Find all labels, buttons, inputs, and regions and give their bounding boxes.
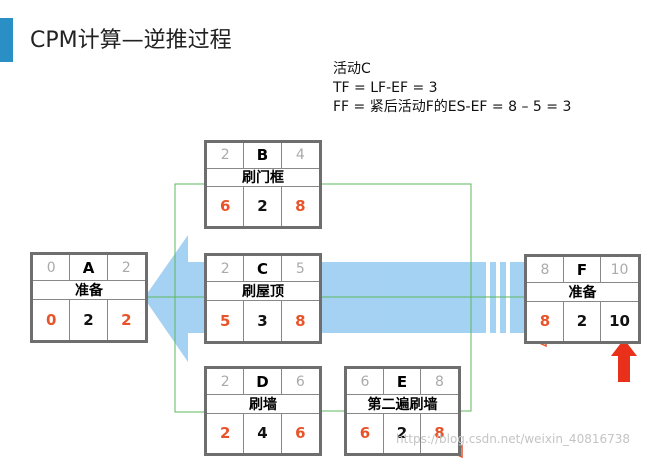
node-f-id: F [564, 257, 601, 284]
node-c-lf: 8 [295, 312, 306, 330]
node-f-name: 准备 [527, 283, 638, 302]
node-b-es: 2 [207, 143, 245, 169]
edge-b-f [321, 183, 472, 297]
node-f-ls: 8 [527, 301, 564, 341]
node-e-lf: 8 [434, 424, 445, 443]
node-f-es: 8 [527, 257, 564, 284]
node-c-es: 2 [207, 256, 245, 283]
title-accent-bar [0, 18, 13, 62]
node-d-ls: 2 [207, 413, 245, 453]
csdn-watermark: https://blog.csdn.net/weixin_40816738 [396, 432, 631, 446]
node-a-lf: 2 [121, 311, 132, 329]
annotation-box: 活动C TF = LF-EF = 3 FF = 紧后活动F的ES-EF = 8 … [333, 60, 571, 117]
up-arrow [611, 339, 637, 382]
slide-title: CPM计算—逆推过程 [30, 28, 232, 53]
annotation-line-activity: 活动C [333, 61, 371, 77]
node-e-name: 第二遍刷墙 [347, 395, 458, 414]
node-f-lf: 10 [609, 312, 630, 331]
node-d-name: 刷墙 [207, 395, 319, 414]
node-d-lf: 6 [295, 424, 306, 443]
node-b-lf: 8 [295, 197, 306, 216]
node-b-name: 刷门框 [207, 169, 319, 187]
node-e-id: E [384, 369, 421, 396]
activity-connectors [148, 183, 525, 413]
activity-node-c: 2 C 5 刷屋顶 5 3 8 [204, 253, 322, 344]
node-a-es: 0 [33, 255, 71, 282]
node-c-ls: 5 [207, 301, 245, 341]
edge-a-b [174, 183, 206, 297]
node-c-ef: 5 [281, 256, 319, 283]
node-d-duration: 4 [244, 413, 282, 453]
node-a-id: A [70, 255, 108, 282]
node-c-name: 刷屋顶 [207, 282, 319, 302]
edge-e-f [460, 297, 472, 412]
node-c-id: C [244, 256, 282, 283]
node-b-ef: 4 [281, 143, 319, 169]
node-f-duration: 2 [564, 301, 601, 341]
activity-node-b: 2 B 4 刷门框 6 2 8 [204, 140, 322, 229]
node-d-es: 2 [207, 369, 245, 396]
edge-a-d [174, 297, 206, 413]
annotation-line-tf: TF = LF-EF = 3 [333, 80, 438, 96]
node-d-ef: 6 [281, 369, 319, 396]
node-e-ls: 6 [347, 413, 384, 453]
node-b-id: B [244, 143, 282, 169]
node-b-ls: 6 [207, 186, 245, 226]
annotation-line-ff: FF = 紧后活动F的ES-EF = 8 – 5 = 3 [333, 99, 572, 115]
node-a-name: 准备 [33, 281, 145, 301]
node-d-id: D [244, 369, 282, 396]
node-a-duration: 2 [70, 300, 108, 340]
node-e-es: 6 [347, 369, 384, 396]
activity-node-e: 6 E 8 第二遍刷墙 6 2 8 [344, 366, 461, 456]
node-c-duration: 3 [244, 301, 282, 341]
node-f-ef: 10 [601, 257, 638, 284]
activity-node-f: 8 F 10 准备 8 2 10 [524, 254, 641, 344]
backward-pass-arrow [144, 235, 527, 362]
node-e-ef: 8 [421, 369, 458, 396]
node-b-duration: 2 [244, 186, 282, 226]
node-a-ef: 2 [107, 255, 145, 282]
activity-node-a: 0 A 2 准备 0 2 2 [30, 252, 148, 343]
node-e-duration: 2 [384, 413, 421, 453]
activity-node-d: 2 D 6 刷墙 2 4 6 [204, 366, 322, 456]
node-a-ls: 0 [33, 300, 71, 340]
